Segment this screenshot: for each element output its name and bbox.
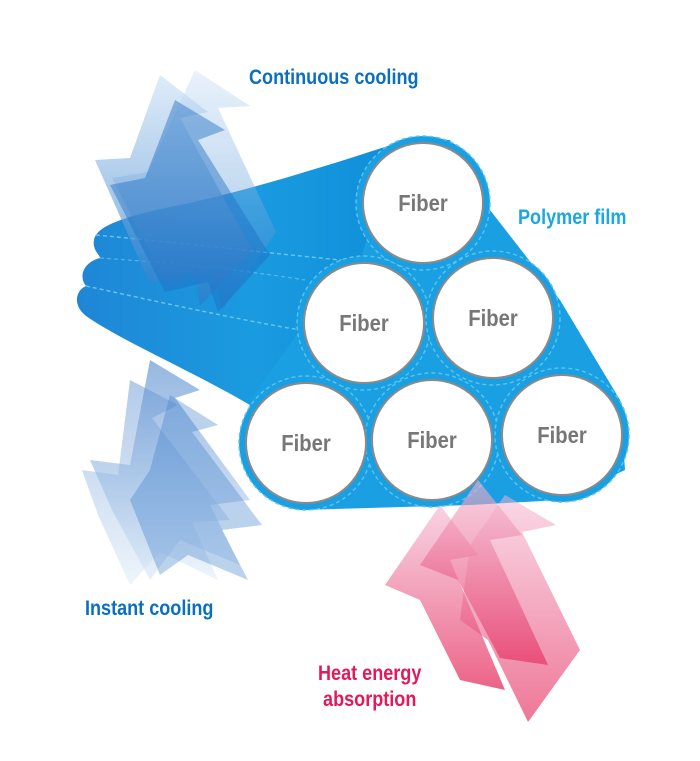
fiber-label: Fiber <box>281 430 331 457</box>
instant-cooling-arrows <box>82 360 262 585</box>
continuous-cooling-label: Continuous cooling <box>249 66 419 89</box>
instant-cooling-label: Instant cooling <box>85 597 214 620</box>
double-headed-arrow-icon <box>110 100 270 312</box>
fiber-6: Fiber <box>501 374 623 496</box>
fiber-circle <box>303 262 425 384</box>
fiber-circle <box>432 257 554 379</box>
fiber-label: Fiber <box>398 190 448 217</box>
fiber-label: Fiber <box>537 422 587 449</box>
heat-energy-arrows <box>385 480 580 722</box>
fiber-1: Fiber <box>362 142 484 264</box>
continuous-cooling-arrows <box>95 70 276 312</box>
double-headed-arrow-icon <box>82 380 230 585</box>
up-arrow-icon <box>460 495 580 722</box>
fiber-label: Fiber <box>407 427 457 454</box>
heat-energy-absorption-label: Heat energy absorption <box>318 661 421 713</box>
fiber-circle <box>362 142 484 264</box>
fiber-5: Fiber <box>371 379 493 501</box>
polymer-film-label: Polymer film <box>518 206 627 229</box>
double-headed-arrow-icon <box>95 75 252 306</box>
fiber-3: Fiber <box>432 257 554 379</box>
fiber-2: Fiber <box>303 262 425 384</box>
heat-label-line-2: absorption <box>323 688 417 711</box>
fiber-circle <box>245 382 367 504</box>
fiber-circle <box>371 379 493 501</box>
fiber-label: Fiber <box>468 305 518 332</box>
fiber-4: Fiber <box>245 382 367 504</box>
heat-label-line-1: Heat energy <box>318 662 422 685</box>
double-headed-arrow-icon <box>130 395 262 580</box>
fiber-circle <box>501 374 623 496</box>
fiber-label: Fiber <box>339 310 389 337</box>
